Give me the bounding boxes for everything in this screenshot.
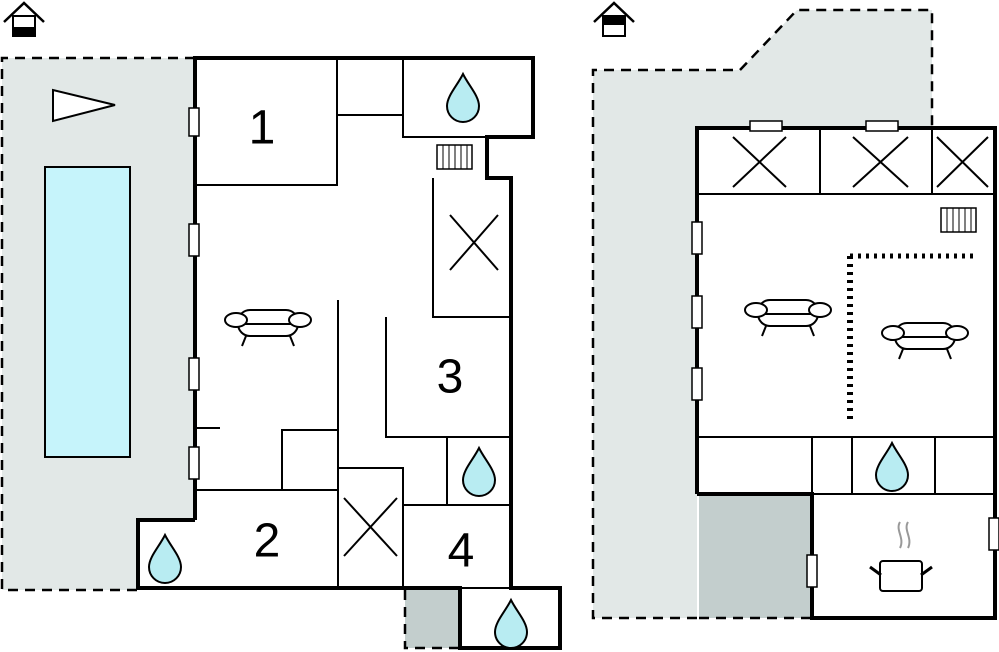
- covered-area: [405, 590, 460, 648]
- bed-icon: [343, 214, 499, 557]
- interior-walls: [195, 58, 511, 589]
- bed-icon: [732, 136, 989, 188]
- stairs-icon: [940, 207, 977, 233]
- ground-floor-plan: 1 2 3 4: [0, 1, 562, 650]
- covered-area: [699, 494, 812, 618]
- swimming-pool: [44, 166, 131, 458]
- house-upper-floor-icon: [593, 1, 635, 37]
- window: [691, 120, 999, 588]
- kitchen-pot-icon: [869, 521, 933, 592]
- upper-floor-plan: [591, 1, 999, 620]
- room-number: 1: [249, 102, 276, 155]
- terrace: [593, 10, 932, 618]
- direction-arrow-icon: [52, 88, 116, 123]
- stairs-icon: [436, 144, 473, 170]
- house-lower-floor-icon: [3, 1, 45, 37]
- room-number: 4: [448, 525, 475, 578]
- room-number: 3: [437, 351, 464, 404]
- room-number: 2: [254, 515, 281, 568]
- interior-walls: [697, 128, 995, 495]
- window: [188, 107, 200, 480]
